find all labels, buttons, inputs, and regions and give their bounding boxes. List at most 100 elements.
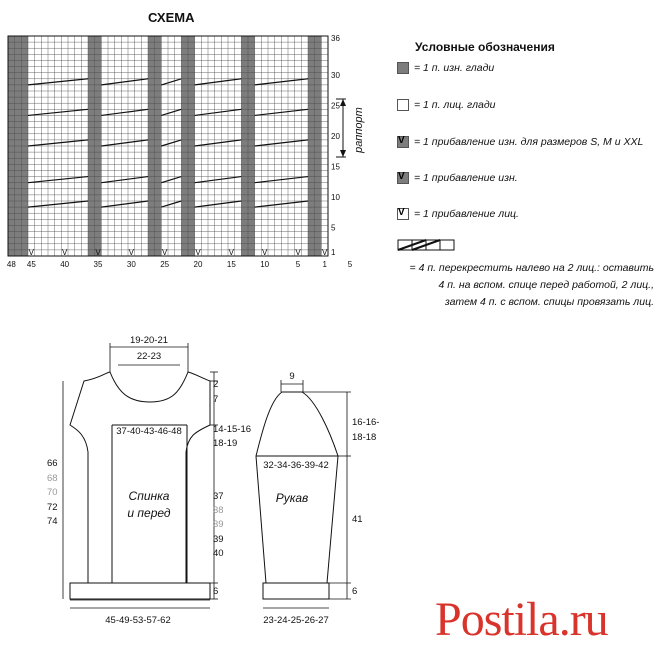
cable-cross-mark [101, 108, 149, 117]
increase-mark-icon: V [322, 248, 328, 257]
cable-cross-mark [27, 78, 89, 86]
body-chest: 37-40-43-46-48 [116, 426, 182, 437]
row-label: 10 [331, 193, 340, 202]
sleeve-label: Рукав [276, 491, 309, 505]
cable-cross-mark [101, 78, 149, 86]
increase-mark-icon: V [162, 248, 168, 257]
increase-mark-icon: V [62, 248, 68, 257]
cable-cross-mark [254, 200, 309, 208]
cable-legend-text: = 4 п. перекрестить налево на 2 лиц.: ос… [409, 262, 654, 308]
row-label: 25 [331, 101, 340, 110]
increase-mark-icon: V [29, 248, 35, 257]
body-total-3: 72 [47, 502, 58, 513]
cable-cross-mark [254, 108, 309, 117]
sleeve-dimension-lines [263, 380, 351, 609]
cable-cross-mark [194, 78, 242, 86]
body-right-2: 2 [213, 379, 218, 390]
cable-cross-mark [254, 139, 309, 147]
increase-purl-icon: V [397, 171, 409, 184]
body-side-4: 40 [213, 548, 224, 559]
col-label-extra: 5 [348, 260, 353, 269]
legend-text: = 1 п. лиц. глади [414, 99, 496, 111]
col-label: 35 [94, 260, 103, 269]
cable-cross-mark [254, 175, 309, 184]
legend-text: = 1 прибавление изн. для размеров S, M и… [414, 136, 644, 148]
cable-cross-mark [194, 200, 242, 208]
cable-cross-mark [27, 175, 89, 184]
row-label: 15 [331, 162, 340, 171]
cable-cross-mark [27, 139, 89, 147]
sleeve-length: 41 [352, 514, 363, 525]
row-label: 5 [331, 224, 336, 233]
body-rib: 6 [213, 586, 218, 597]
increase-purl-sizes-icon: V [397, 135, 409, 148]
body-pattern [69, 371, 211, 600]
watermark-logo: Postila.ru [435, 593, 609, 646]
cable-cross-mark [161, 139, 182, 147]
legend-text: = 1 прибавление лиц. [414, 208, 519, 220]
body-label-2: и перед [127, 506, 170, 520]
sleeve-cuff: 6 [352, 586, 357, 597]
cable-cross-mark [194, 108, 242, 117]
cable-cross-mark [161, 200, 182, 208]
cable-cross-mark [194, 139, 242, 147]
col-label: 10 [260, 260, 269, 269]
body-armhole-b: 18-19 [213, 438, 237, 449]
increase-knit-icon: V [397, 207, 409, 220]
body-armhole-a: 14-15-16 [213, 424, 251, 435]
legend-text: = 1 п. изн. глади [414, 62, 495, 74]
body-right-7: 7 [213, 394, 218, 405]
sleeve-bottom: 23-24-25-26-27 [263, 615, 329, 626]
grid-border [7, 35, 329, 257]
cable-cross-mark [101, 175, 149, 184]
row-label: 36 [331, 34, 340, 43]
body-dimension-lines [62, 343, 218, 609]
body-side-0: 37 [213, 491, 224, 502]
body-label-1: Спинка [129, 489, 170, 503]
body-side-2: 39 [213, 519, 224, 530]
increase-mark-icon: V [295, 248, 301, 257]
cable-cross-mark [27, 108, 89, 117]
sleeve-upper: 32-34-36-39-42 [263, 460, 329, 471]
purl-swatch-icon [397, 62, 409, 74]
body-bottom: 45-49-53-57-62 [105, 615, 171, 626]
increase-mark-icon: V [262, 248, 268, 257]
sleeve-cap-b: 18-18 [352, 432, 376, 443]
col-label: 15 [227, 260, 236, 269]
body-total-2: 70 [47, 487, 58, 498]
col-label: 5 [296, 260, 301, 269]
cable-cross-mark [161, 175, 182, 184]
legend-item-inc-purl: V = 1 прибавление изн. [397, 171, 518, 184]
col-label: 30 [127, 260, 136, 269]
col-label: 45 [27, 260, 36, 269]
increase-mark-icon: V [195, 248, 201, 257]
increase-mark-icon: V [95, 248, 101, 257]
body-total-0: 66 [47, 458, 58, 469]
body-total-4: 74 [47, 516, 58, 527]
cable-cross-mark [254, 78, 309, 86]
legend-item-purl: = 1 п. изн. глади [397, 62, 494, 74]
body-top-width-b: 22-23 [137, 351, 161, 362]
cable-cross-mark [161, 78, 182, 86]
knit-swatch-icon [397, 99, 409, 111]
body-side-3: 39 [213, 534, 224, 545]
cable-cross-mark [101, 200, 149, 208]
col-label: 1 [322, 260, 327, 269]
col-label: 20 [194, 260, 203, 269]
increase-mark-icon: V [229, 248, 235, 257]
rapport-bracket: раппорт [336, 98, 365, 158]
row-label: 20 [331, 132, 340, 141]
row-label: 30 [331, 71, 340, 80]
rapport-label: раппорт [353, 107, 365, 154]
sleeve-pattern [255, 391, 339, 600]
cable-cross-mark [161, 108, 182, 117]
cable-cross-mark [27, 200, 89, 208]
sleeve-cap-a: 16-16- [352, 417, 379, 428]
legend-item-inc-purl-sizes: V = 1 прибавление изн. для размеров S, M… [397, 135, 644, 148]
cable-symbol [397, 239, 455, 251]
cable-cross-mark [101, 139, 149, 147]
cable-cross-mark [194, 175, 242, 184]
body-side-1: 38 [213, 505, 224, 516]
